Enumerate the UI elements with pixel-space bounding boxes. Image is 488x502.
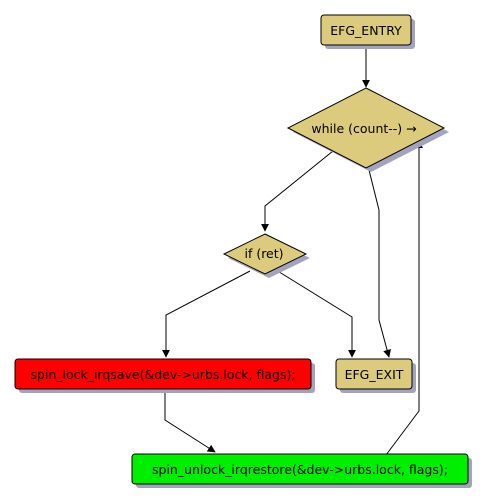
node-if-ret-diamond [222,233,308,275]
node-efg-entry-label: EFG_ENTRY [330,23,402,38]
node-spin-lock-label: spin_lock_irqsave(&dev->urbs.lock, flags… [30,367,295,382]
node-efg-exit-box [335,358,413,390]
node-efg-exit: EFG_EXIT [335,358,416,393]
node-efg-entry-box [320,14,412,46]
edge-while-to-if [261,150,334,232]
edge-unlock-to-while [385,140,423,456]
edge-if-to-lock [162,270,251,358]
edge-while-to-exit [367,165,391,358]
node-while-loop: while (count--) → [286,87,449,172]
edge-lock-to-unlock [164,390,216,453]
node-if-ret-label: if (ret) [244,246,283,261]
node-efg-exit-label: EFG_EXIT [345,367,404,382]
node-spin-unlock-label: spin_unlock_irqrestore(&dev->urbs.lock, … [152,462,448,477]
node-spin-lock: spin_lock_irqsave(&dev->urbs.lock, flags… [14,358,315,393]
edges-layer [162,46,423,456]
node-efg-entry: EFG_ENTRY [320,14,415,49]
node-spin-unlock-box [131,453,469,485]
node-while-loop-label: while (count--) → [311,121,416,136]
edge-if-to-exit [275,269,356,358]
node-spin-lock-box [14,358,312,390]
node-spin-unlock: spin_unlock_irqrestore(&dev->urbs.lock, … [131,453,472,488]
node-if-ret: if (ret) [222,233,310,278]
node-while-loop-diamond [286,87,446,169]
